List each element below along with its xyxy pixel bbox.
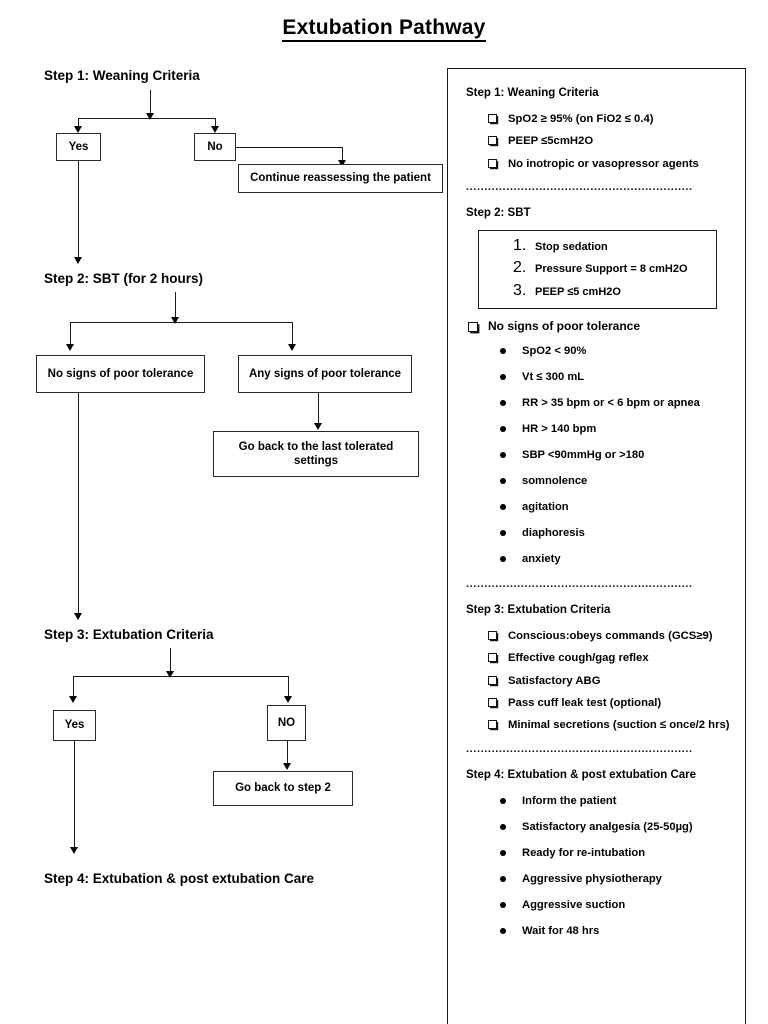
connector-any-signs-down <box>318 393 319 427</box>
connector-step3-no <box>288 676 289 698</box>
connector-step2-split <box>70 322 292 323</box>
flow-step2-heading: Step 2: SBT (for 2 hours) <box>44 271 204 286</box>
flow-step4-heading: Step 4: Extubation & post extubation Car… <box>44 871 315 886</box>
connector-no3-down <box>287 741 288 767</box>
criteria-panel: Step 1: Weaning Criteria SpO2 ≥ 95% (on … <box>447 68 746 1024</box>
arrow-continue-down <box>338 160 346 167</box>
page-title: Extubation Pathway <box>0 16 768 42</box>
connector-step1-no <box>215 118 216 129</box>
checklist-item[interactable]: Conscious:obeys commands (GCS≥9) <box>488 629 731 643</box>
box-go-back-last-settings[interactable]: Go back to the last tolerated settings <box>213 431 419 477</box>
sbt-settings-item: Pressure Support = 8 cmH2O <box>513 258 688 279</box>
connector-step1-down <box>150 90 151 116</box>
arrow-step2-right <box>288 344 296 351</box>
arrow-step3-yes <box>69 696 77 703</box>
checklist-item[interactable]: PEEP ≤5cmH2O <box>488 134 731 148</box>
flow-step3-heading: Step 3: Extubation Criteria <box>44 627 214 642</box>
connector-step3-yes <box>73 676 74 698</box>
list-item: agitation <box>500 500 731 514</box>
sbt-settings-box: Stop sedation Pressure Support = 8 cmH2O… <box>478 229 717 309</box>
list-item: Wait for 48 hrs <box>500 924 731 938</box>
connector-yes-to-step2 <box>78 161 79 261</box>
panel-no-signs-check[interactable]: No signs of poor tolerance <box>468 319 731 334</box>
box-any-signs-poor-tolerance[interactable]: Any signs of poor tolerance <box>238 355 412 393</box>
list-item: anxiety <box>500 552 731 566</box>
panel-step1-checklist: SpO2 ≥ 95% (on FiO2 ≤ 0.4) PEEP ≤5cmH2O … <box>466 112 731 171</box>
connector-step1-yes <box>78 118 79 129</box>
flow-step1-heading: Step 1: Weaning Criteria <box>44 68 200 83</box>
page-title-text: Extubation Pathway <box>282 16 486 42</box>
box-continue-reassessing[interactable]: Continue reassessing the patient <box>238 164 443 193</box>
arrow-no-signs-to-step3 <box>74 613 82 620</box>
box-step3-yes[interactable]: Yes <box>53 710 96 741</box>
sbt-settings-item: PEEP ≤5 cmH2O <box>513 280 621 301</box>
section-separator: ........................................… <box>466 181 693 194</box>
connector-continue-down <box>342 147 343 163</box>
box-step3-no[interactable]: NO <box>267 705 306 741</box>
poor-tolerance-signs-list: SpO2 < 90% Vt ≤ 300 mL RR > 35 bpm or < … <box>466 344 731 566</box>
list-item: Satisfactory analgesia (25-50µg) <box>500 820 731 834</box>
list-item: somnolence <box>500 474 731 488</box>
list-item: Aggressive suction <box>500 898 731 912</box>
panel-step3-heading: Step 3: Extubation Criteria <box>466 603 611 616</box>
list-item: SBP <90mmHg or >180 <box>500 448 731 462</box>
sbt-settings-list: Stop sedation Pressure Support = 8 cmH2O… <box>479 236 708 302</box>
arrow-step3-down <box>166 671 174 678</box>
box-no-signs-poor-tolerance[interactable]: No signs of poor tolerance <box>36 355 205 393</box>
panel-step3-checklist: Conscious:obeys commands (GCS≥9) Effecti… <box>466 629 731 733</box>
connector-no-signs-to-step3 <box>78 393 79 617</box>
arrow-yes3-to-step4 <box>70 847 78 854</box>
post-extubation-care-list: Inform the patient Satisfactory analgesi… <box>466 794 731 938</box>
flowchart: Step 1: Weaning Criteria Yes No Continue… <box>36 68 443 886</box>
checklist-item[interactable]: Satisfactory ABG <box>488 674 731 688</box>
list-item: Aggressive physiotherapy <box>500 872 731 886</box>
arrow-step1-down <box>146 113 154 120</box>
connector-step2-right <box>292 322 293 346</box>
arrow-step2-down <box>171 317 179 324</box>
box-step1-yes[interactable]: Yes <box>56 133 101 161</box>
list-item: diaphoresis <box>500 526 731 540</box>
list-item: Vt ≤ 300 mL <box>500 370 731 384</box>
section-separator: ........................................… <box>466 742 693 755</box>
connector-no-to-continue <box>236 147 342 148</box>
checklist-item[interactable]: Effective cough/gag reflex <box>488 651 731 665</box>
arrow-yes-to-step2 <box>74 257 82 264</box>
connector-step3-split <box>73 676 288 677</box>
panel-step4-heading: Step 4: Extubation & post extubation Car… <box>466 768 697 781</box>
connector-step3-down <box>170 648 171 674</box>
list-item: RR > 35 bpm or < 6 bpm or apnea <box>500 396 731 410</box>
arrow-no3-down <box>283 763 291 770</box>
connector-step2-left <box>70 322 71 346</box>
connector-step2-down <box>175 292 176 320</box>
box-go-back-step2[interactable]: Go back to step 2 <box>213 771 353 806</box>
arrow-step2-left <box>66 344 74 351</box>
list-item: SpO2 < 90% <box>500 344 731 358</box>
arrow-any-signs-down <box>314 423 322 430</box>
section-separator: ........................................… <box>466 577 693 590</box>
connector-step1-split <box>78 118 216 119</box>
list-item: Ready for re-intubation <box>500 846 731 860</box>
panel-step2-heading: Step 2: SBT <box>466 207 531 220</box>
arrow-step3-no <box>284 696 292 703</box>
list-item: Inform the patient <box>500 794 731 808</box>
list-item: HR > 140 bpm <box>500 422 731 436</box>
checklist-item[interactable]: Minimal secretions (suction ≤ once/2 hrs… <box>488 718 731 732</box>
checklist-item[interactable]: No inotropic or vasopressor agents <box>488 157 731 171</box>
checklist-item[interactable]: Pass cuff leak test (optional) <box>488 696 731 710</box>
panel-step1-heading: Step 1: Weaning Criteria <box>466 87 599 99</box>
sbt-settings-item: Stop sedation <box>513 236 608 257</box>
checklist-item[interactable]: SpO2 ≥ 95% (on FiO2 ≤ 0.4) <box>488 112 731 126</box>
connector-yes3-to-step4 <box>74 741 75 851</box>
arrow-step1-yes <box>74 126 82 133</box>
arrow-step1-no <box>211 126 219 133</box>
box-step1-no[interactable]: No <box>194 133 236 161</box>
